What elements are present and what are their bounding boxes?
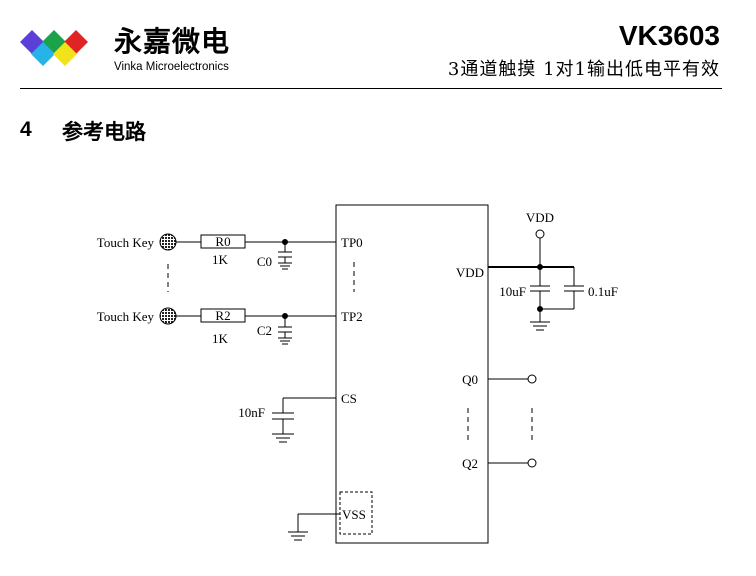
logo-diamond-cyan [31, 42, 55, 66]
ic-body [335, 204, 489, 544]
label-c2: C2 [257, 323, 272, 338]
vss-pin-box [339, 491, 373, 535]
pin-label-cs: CS [341, 391, 357, 406]
label-touch-key-2: Touch Key [97, 309, 155, 324]
label-cs-cap: 10nF [238, 405, 265, 420]
pin-label-vdd: VDD [456, 265, 484, 280]
label-cap-10uf: 10uF [499, 284, 526, 299]
label-cap-01uf: 0.1uF [588, 284, 618, 299]
output-terminal-q0 [527, 374, 537, 384]
pin-label-tp0: TP0 [341, 235, 363, 250]
logo-diamond-yellow [53, 42, 77, 66]
section-number: 4 [20, 118, 32, 141]
touch-key-pad-0 [159, 233, 177, 251]
product-subtitle: 3通道触摸 1对1输出低电平有效 [447, 59, 720, 80]
label-r0: R0 [215, 234, 230, 249]
model-number: VK3603 [618, 20, 720, 51]
label-c0: C0 [257, 254, 272, 269]
pin-label-q0: Q0 [462, 372, 478, 387]
label-touch-key-0: Touch Key [97, 235, 155, 250]
pin-label-tp2: TP2 [341, 309, 363, 324]
label-r2-value: 1K [212, 331, 229, 346]
pin-label-vss: VSS [342, 507, 366, 522]
label-r0-value: 1K [212, 252, 229, 267]
vdd-supply-terminal [535, 229, 545, 239]
brand-name-english: Vinka Microelectronics [114, 61, 229, 73]
label-r2: R2 [215, 308, 230, 323]
vinka-logo [20, 30, 88, 66]
touch-key-pad-2 [159, 307, 177, 325]
label-vdd-supply: VDD [526, 210, 554, 225]
pin-label-q2: Q2 [462, 456, 478, 471]
section-title: 参考电路 [62, 120, 146, 144]
header-divider [20, 88, 722, 89]
output-terminal-q2 [527, 458, 537, 468]
brand-name-chinese: 永嘉微电 [114, 25, 231, 58]
